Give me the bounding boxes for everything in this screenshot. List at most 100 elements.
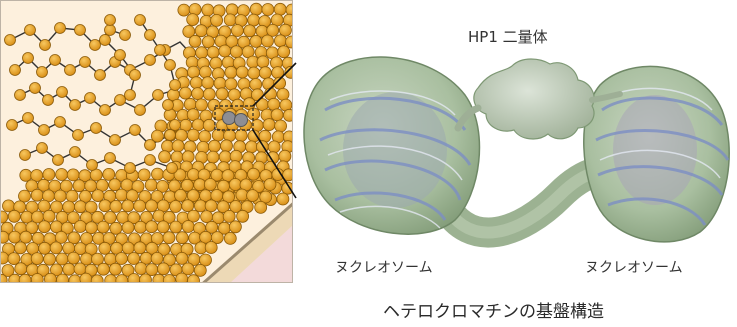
chromatin-panel — [0, 0, 298, 287]
nucleosome-bead-icon — [259, 67, 271, 79]
nucleosome-bead-icon — [44, 273, 56, 285]
nucleosome-bead-icon — [187, 129, 199, 141]
nucleosome-left-label: ヌクレオソーム — [335, 257, 433, 277]
nucleosome-bead-icon — [277, 193, 289, 205]
nucleosome-bead-icon — [262, 35, 274, 47]
nucleosome-bead-icon — [56, 253, 68, 265]
nucleosome-bead-icon — [199, 131, 211, 143]
nucleosome-bead-icon — [122, 242, 134, 254]
nucleosome-bead-icon — [212, 129, 224, 141]
nucleosome-bead-icon — [85, 93, 96, 104]
histone-core-left — [343, 92, 447, 208]
nucleosome-bead-icon — [57, 274, 69, 286]
nucleosome-bead-icon — [145, 55, 156, 66]
nucleosome-bead-icon — [99, 242, 111, 254]
nucleosome-bead-icon — [279, 150, 291, 162]
nucleosome-structure — [304, 57, 729, 242]
nucleosome-bead-icon — [125, 163, 136, 174]
nucleosome-bead-icon — [91, 275, 103, 287]
nucleosome-bead-icon — [158, 263, 170, 275]
nucleosome-bead-icon — [10, 65, 21, 76]
nucleosome-bead-icon — [70, 100, 81, 111]
nucleosome-bead-icon — [51, 221, 63, 233]
nucleosome-bead-icon — [80, 57, 91, 68]
nucleosome-bead-icon — [195, 25, 207, 37]
nucleosome-bead-icon — [97, 221, 109, 233]
nucleosome-bead-icon — [105, 275, 117, 287]
nucleosome-bead-icon — [225, 66, 237, 78]
nucleosome-bead-icon — [271, 109, 283, 121]
nucleosome-bead-icon — [274, 3, 286, 15]
nucleosome-left — [304, 57, 479, 234]
nucleosome-bead-icon — [163, 100, 174, 111]
nucleosome-bead-icon — [37, 67, 48, 78]
nucleosome-bead-icon — [75, 25, 86, 36]
nucleosome-bead-icon — [109, 263, 121, 275]
nucleosome-right-label: ヌクレオソーム — [585, 257, 683, 277]
nucleosome-bead-icon — [91, 123, 102, 134]
nucleosome-bead-icon — [188, 66, 200, 78]
highlight-bead — [235, 114, 248, 127]
nucleosome-bead-icon — [157, 221, 169, 233]
nucleosome-bead-icon — [55, 117, 66, 128]
nucleosome-bead-icon — [203, 119, 215, 131]
nucleosome-bead-icon — [105, 15, 116, 26]
nucleosome-bead-icon — [40, 40, 51, 51]
nucleosome-bead-icon — [95, 70, 106, 81]
nucleosome-bead-icon — [23, 113, 34, 124]
nucleosome-bead-icon — [54, 190, 66, 202]
nucleosome-bead-icon — [146, 221, 158, 233]
nucleosome-bead-icon — [221, 140, 233, 152]
nucleosome-bead-icon — [283, 109, 295, 121]
nucleosome-bead-icon — [145, 155, 156, 166]
nucleosome-bead-icon — [189, 35, 201, 47]
nucleosome-bead-icon — [236, 66, 248, 78]
nucleosome-bead-icon — [8, 253, 20, 265]
nucleosome-bead-icon — [134, 242, 146, 254]
nucleosome-bead-icon — [151, 252, 163, 264]
nucleosome-bead-icon — [204, 179, 216, 191]
nucleosome-bead-icon — [23, 53, 34, 64]
nucleosome-bead-icon — [176, 252, 188, 264]
nucleosome-bead-icon — [38, 221, 50, 233]
nucleosome-bead-icon — [85, 222, 97, 234]
nucleosome-bead-icon — [182, 221, 194, 233]
nucleosome-bead-icon — [194, 264, 206, 276]
nucleosome-bead-icon — [69, 275, 81, 287]
nucleosome-bead-icon — [286, 36, 298, 48]
nucleosome-bead-icon — [190, 77, 202, 89]
nucleosome-bead-icon — [194, 200, 206, 212]
nucleosome-bead-icon — [15, 263, 27, 275]
nucleosome-bead-icon — [145, 30, 156, 41]
nucleosome-bead-icon — [116, 275, 128, 287]
nucleosome-bead-icon — [128, 253, 140, 265]
nucleosome-bead-icon — [250, 3, 262, 15]
nucleosome-bead-icon — [248, 108, 260, 120]
hp1-dimer-label: HP1 二量体 — [468, 26, 548, 47]
nucleosome-bead-icon — [145, 140, 156, 151]
nucleosome-bead-icon — [237, 210, 249, 222]
nucleosome-bead-icon — [248, 67, 260, 79]
nucleosome-bead-icon — [110, 200, 122, 212]
nucleosome-bead-icon — [85, 201, 97, 213]
nucleosome-bead-icon — [115, 95, 126, 106]
nucleosome-bead-icon — [135, 221, 147, 233]
nucleosome-bead-icon — [97, 263, 109, 275]
nucleosome-bead-icon — [14, 242, 26, 254]
nucleosome-bead-icon — [170, 201, 182, 213]
nucleosome-bead-icon — [110, 222, 122, 234]
nucleosome-right — [584, 66, 729, 241]
nucleosome-bead-icon — [259, 130, 271, 142]
nucleosome-bead-icon — [145, 179, 157, 191]
nucleosome-bead-icon — [74, 221, 86, 233]
nucleosome-bead-icon — [122, 200, 134, 212]
nucleosome-bead-icon — [219, 151, 231, 163]
nucleosome-bead-icon — [199, 66, 211, 78]
nucleosome-bead-icon — [99, 200, 111, 212]
nucleosome-bead-icon — [140, 274, 152, 286]
nucleosome-bead-icon — [187, 14, 199, 26]
nucleosome-bead-icon — [105, 153, 116, 164]
nucleosome-bead-icon — [244, 25, 256, 37]
nucleosome-bead-icon — [135, 105, 146, 116]
nucleosome-bead-icon — [247, 190, 259, 202]
